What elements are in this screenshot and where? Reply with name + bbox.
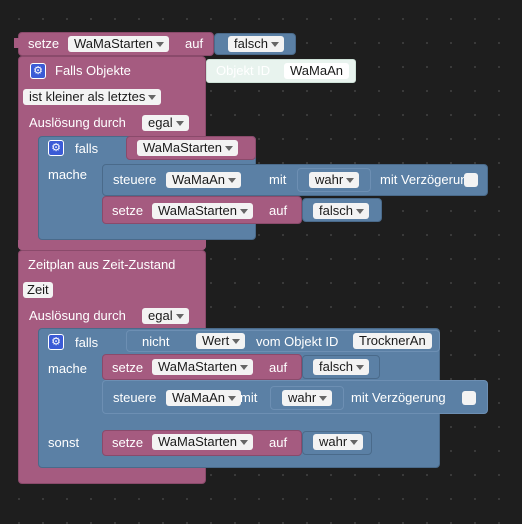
ausloesung-label: Auslösung durch	[29, 115, 126, 130]
setze-label: setze	[28, 36, 60, 51]
mache-label: mache	[48, 361, 88, 376]
wert-dropdown[interactable]: Wert	[196, 333, 246, 349]
delay-checkbox[interactable]	[462, 391, 476, 405]
ausloesung-dropdown[interactable]: egal	[142, 308, 189, 324]
variable-dropdown[interactable]: WaMaStarten	[152, 203, 253, 219]
mache-label: mache	[48, 167, 88, 182]
nicht-label: nicht	[142, 334, 170, 349]
steuere-label: steuere	[113, 172, 157, 187]
falls-label: falls	[75, 141, 99, 156]
steuere-target-dropdown[interactable]: WaMaAn	[166, 172, 241, 188]
delay-label: mit Verzögerung	[380, 172, 475, 187]
delay-checkbox[interactable]	[464, 173, 478, 187]
setze-label: setze	[112, 203, 144, 218]
schedule-title: Zeitplan aus Zeit-Zustand	[28, 257, 176, 272]
boolean-dropdown[interactable]: falsch	[228, 36, 284, 52]
variable-dropdown[interactable]: WaMaStarten	[152, 434, 253, 450]
setze-label: setze	[112, 360, 144, 375]
vom-objekt-label: vom Objekt ID	[256, 334, 339, 349]
boolean-dropdown[interactable]: falsch	[313, 203, 369, 219]
auf-label: auf	[185, 36, 204, 51]
objekt-id-field[interactable]: TrocknerAn	[353, 333, 432, 349]
gear-icon[interactable]: ⚙	[48, 334, 64, 350]
trigger-block-bottom	[18, 240, 206, 250]
condition-dropdown[interactable]: ist kleiner als letztes	[23, 89, 162, 105]
if-variable-dropdown[interactable]: WaMaStarten	[137, 140, 238, 156]
gear-icon[interactable]: ⚙	[48, 140, 64, 156]
boolean-dropdown[interactable]: falsch	[313, 359, 369, 375]
auf-label: auf	[269, 203, 288, 218]
if-else-inner-gap	[64, 352, 102, 462]
falls-label: falls	[75, 335, 99, 350]
ausloesung-label: Auslösung durch	[29, 308, 126, 323]
auf-label: auf	[269, 435, 288, 450]
auf-label: auf	[269, 360, 288, 375]
steuere-label: steuere	[113, 390, 157, 405]
variable-dropdown[interactable]: WaMaStarten	[68, 36, 169, 52]
mit-label: mit	[269, 172, 287, 187]
gear-icon[interactable]: ⚙	[30, 63, 46, 79]
block-notch	[14, 38, 22, 48]
delay-label: mit Verzögerung	[351, 390, 446, 405]
sonst-label: sonst	[48, 435, 80, 450]
steuere-value-dropdown[interactable]: wahr	[309, 172, 360, 188]
if-block-inner-gap	[64, 160, 102, 224]
boolean-dropdown[interactable]: wahr	[313, 434, 364, 450]
trigger-label: Falls Objekte	[55, 63, 131, 78]
steuere-value-dropdown[interactable]: wahr	[282, 390, 333, 406]
setze-label: setze	[112, 435, 144, 450]
variable-dropdown[interactable]: WaMaStarten	[152, 359, 253, 375]
zeit-field[interactable]: Zeit	[23, 282, 53, 298]
ausloesung-dropdown[interactable]: egal	[142, 115, 189, 131]
steuere-target-dropdown[interactable]: WaMaAn	[166, 390, 241, 406]
mit-label: mit	[240, 390, 258, 405]
object-id-input[interactable]: WaMaAn	[284, 63, 349, 79]
object-id-label: Objekt ID	[216, 63, 271, 78]
